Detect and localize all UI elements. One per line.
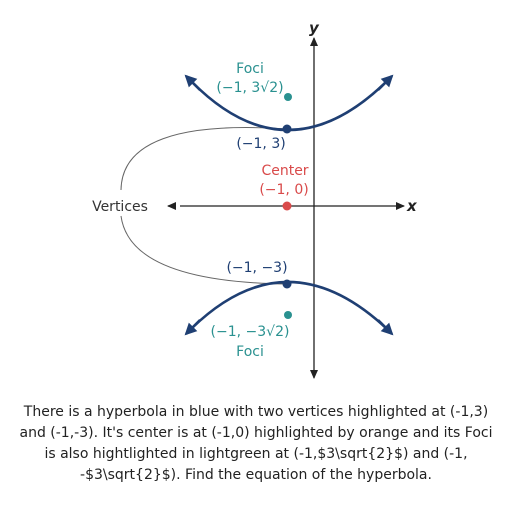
center-label: Center bbox=[261, 163, 308, 179]
center-coord-label: (−1, 0) bbox=[259, 182, 308, 198]
foci-bottom-coord-label: (−1, −3√2) bbox=[211, 324, 290, 340]
y-axis-label: y bbox=[309, 19, 320, 37]
foci-bottom-label: Foci bbox=[236, 344, 264, 360]
hyperbola-figure: x y Foci (−1, 3√2) (−1, 3) Center (−1, 0… bbox=[92, 19, 418, 379]
vertices-connector bbox=[120, 127, 288, 191]
hyperbola-lower-left-arrow bbox=[184, 319, 201, 336]
vertex-top-point bbox=[282, 124, 292, 134]
x-axis-label: x bbox=[406, 197, 418, 215]
vertex-top-label: (−1, 3) bbox=[236, 136, 285, 152]
foci-top-label: Foci bbox=[236, 61, 264, 77]
hyperbola-upper-left-arrow bbox=[184, 74, 201, 91]
vertices-label: Vertices bbox=[92, 199, 148, 215]
focus-bottom-point bbox=[284, 311, 292, 319]
hyperbola-upper-right-arrow bbox=[377, 74, 394, 91]
foci-top-coord-label: (−1, 3√2) bbox=[216, 80, 283, 96]
focus-top-point bbox=[284, 93, 292, 101]
center-point bbox=[282, 201, 292, 211]
hyperbola-lower-branch bbox=[191, 280, 387, 329]
problem-caption: There is a hyperbola in blue with two ve… bbox=[19, 404, 493, 483]
hyperbola-lower-right-arrow bbox=[377, 319, 394, 336]
vertex-bottom-label: (−1, −3) bbox=[226, 260, 287, 276]
vertices-connector-lower bbox=[120, 215, 288, 285]
vertex-bottom-point bbox=[282, 279, 292, 289]
